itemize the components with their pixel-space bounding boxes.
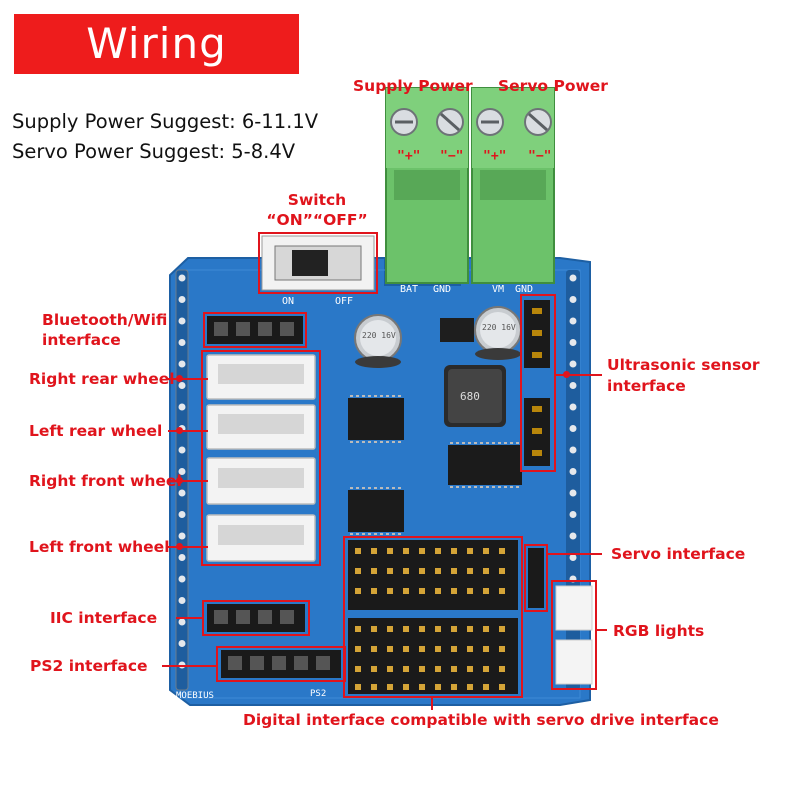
silk-bat: BAT — [400, 284, 418, 295]
page-title: Wiring — [86, 19, 227, 68]
bluetooth-label-2: interface — [42, 331, 121, 349]
silk-logo: MOEBIUS — [176, 691, 214, 701]
title-banner: Wiring — [14, 14, 299, 74]
servo-power-spec: Servo Power Suggest: 5-8.4V — [12, 140, 296, 163]
rgb-lights-label: RGB lights — [613, 622, 705, 640]
rgb-highlight — [551, 580, 597, 690]
silk-cap-1: 220 16V — [362, 331, 396, 340]
ps2-highlight — [216, 646, 346, 682]
bluetooth-highlight — [203, 312, 307, 348]
servo-power-label: Servo Power — [498, 77, 608, 95]
left-front-wheel-label: Left front wheel — [29, 538, 170, 556]
switch-label: Switch — [287, 191, 347, 209]
svg-text:"−": "−" — [440, 149, 463, 164]
ultrasonic-label-2: interface — [607, 377, 686, 395]
motor-ports-highlight — [201, 350, 321, 566]
silk-ps2: PS2 — [310, 689, 326, 699]
iic-highlight — [202, 600, 310, 636]
switch-state-label: “ON”“OFF” — [266, 211, 368, 229]
silk-cap-2: 220 16V — [482, 323, 516, 332]
silk-inductor: 680 — [460, 390, 480, 403]
ultrasonic-label: Ultrasonic sensor — [607, 356, 760, 374]
right-rear-wheel-label: Right rear wheel — [29, 370, 175, 388]
left-rear-wheel-label: Left rear wheel — [29, 422, 163, 440]
digital-interface-label: Digital interface compatible with servo … — [243, 711, 719, 729]
silk-on: ON — [282, 296, 294, 307]
servo-highlight — [524, 544, 548, 612]
ps2-label: PS2 interface — [30, 657, 148, 675]
svg-text:"+": "+" — [483, 149, 506, 164]
supply-power-label: Supply Power — [353, 77, 473, 95]
iic-label: IIC interface — [50, 609, 158, 627]
ultrasonic-highlight — [520, 294, 556, 472]
supply-power-spec: Supply Power Suggest: 6-11.1V — [12, 110, 319, 133]
servo-interface-label: Servo interface — [611, 545, 746, 563]
silk-gnd-1: GND — [433, 284, 451, 295]
svg-text:"−": "−" — [528, 149, 551, 164]
digital-header-highlight — [343, 536, 523, 698]
silk-gnd-2: GND — [515, 284, 533, 295]
bluetooth-label: Bluetooth/Wifi — [42, 311, 168, 329]
silk-vm: VM — [492, 284, 504, 295]
silk-off: OFF — [335, 296, 353, 307]
right-front-wheel-label: Right front wheel — [29, 472, 182, 490]
svg-text:"+": "+" — [397, 149, 420, 164]
switch-highlight — [258, 232, 378, 294]
